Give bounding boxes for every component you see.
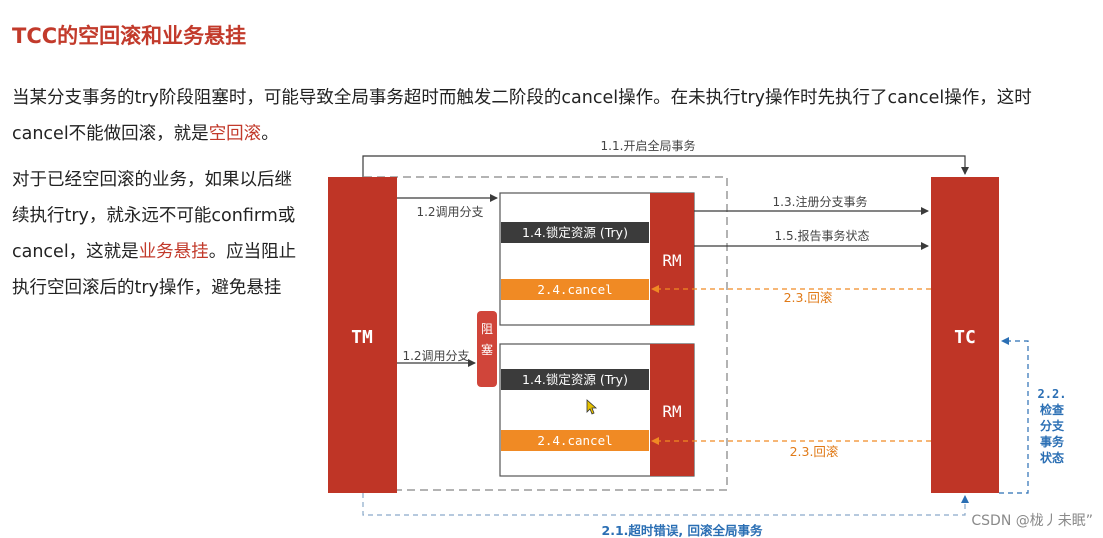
cancel-label-2: 2.4.cancel — [537, 433, 612, 448]
tc-label: TC — [954, 327, 976, 348]
lock-resource-label-1: 1.4.锁定资源 (Try) — [522, 225, 628, 240]
timeout-arrow — [362, 493, 969, 516]
lock-resource-label-2: 1.4.锁定资源 (Try) — [522, 372, 628, 387]
rollback-label-1: 2.3.回滚 — [784, 290, 833, 305]
register-branch-label: 1.3.注册分支事务 — [773, 194, 868, 209]
check-branch-line-5: 状态 — [1040, 450, 1064, 465]
paragraph1-highlight: 空回滚 — [208, 124, 262, 144]
rollback-label-2: 2.3.回滚 — [790, 444, 839, 459]
check-branch-line-1: 2.2. — [1038, 387, 1067, 401]
paragraph2-text: 对于已经空回滚的业务，如果以后继续执行try，就永远不可能confirm或can… — [12, 170, 296, 262]
timeout-label: 2.1.超时错误, 回滚全局事务 — [602, 523, 763, 538]
lock-resource-bar-1 — [501, 222, 649, 243]
tm-bar — [328, 177, 397, 493]
rm-label-1: RM — [662, 251, 681, 270]
paragraph1-end: 。 — [261, 124, 279, 144]
lock-resource-bar-2 — [501, 369, 649, 390]
check-branch-line-3: 分支 — [1040, 418, 1065, 433]
cancel-label-1: 2.4.cancel — [537, 282, 612, 297]
tc-bar — [931, 177, 999, 493]
block-label-top: 阻 — [481, 322, 493, 336]
rm-label-2: RM — [662, 402, 681, 421]
check-branch-line-4: 事务 — [1040, 434, 1065, 449]
check-branch-label: 2.2. 检查 分支 事务 状态 — [1038, 387, 1067, 465]
mouse-cursor-icon — [586, 399, 598, 415]
rm-bar-2 — [650, 344, 694, 476]
report-status-label: 1.5.报告事务状态 — [775, 228, 870, 243]
tm-label: TM — [351, 327, 373, 348]
call-branch-label-2: 1.2调用分支 — [402, 349, 469, 363]
watermark: CSDN @栊丿未眠” — [971, 513, 1093, 529]
paragraph2-highlight: 业务悬挂 — [138, 242, 209, 262]
block-label-bottom: 塞 — [481, 342, 493, 357]
open-global-arrow — [362, 155, 969, 177]
check-branch-arrow — [999, 337, 1029, 494]
open-global-label: 1.1.开启全局事务 — [601, 138, 696, 153]
cancel-bar-1 — [501, 279, 649, 300]
paragraph-business-hang: 对于已经空回滚的业务，如果以后继续执行try，就永远不可能confirm或can… — [12, 162, 297, 306]
cancel-bar-2 — [501, 430, 649, 451]
paragraph2-end: 。应当阻止执行空回滚后的try操作，避免悬挂 — [12, 242, 297, 298]
page-title: TCC的空回滚和业务悬挂 — [12, 24, 247, 48]
paragraph1-text: 当某分支事务的try阶段阻塞时，可能导致全局事务超时而触发二阶段的cancel操… — [12, 88, 1032, 144]
check-branch-line-2: 检查 — [1040, 402, 1065, 417]
rm-bar-1 — [650, 193, 694, 325]
paragraph-empty-rollback: 当某分支事务的try阶段阻塞时，可能导致全局事务超时而触发二阶段的cancel操… — [12, 80, 1087, 152]
call-branch-label-1: 1.2调用分支 — [416, 205, 483, 219]
block-marker — [477, 311, 497, 387]
